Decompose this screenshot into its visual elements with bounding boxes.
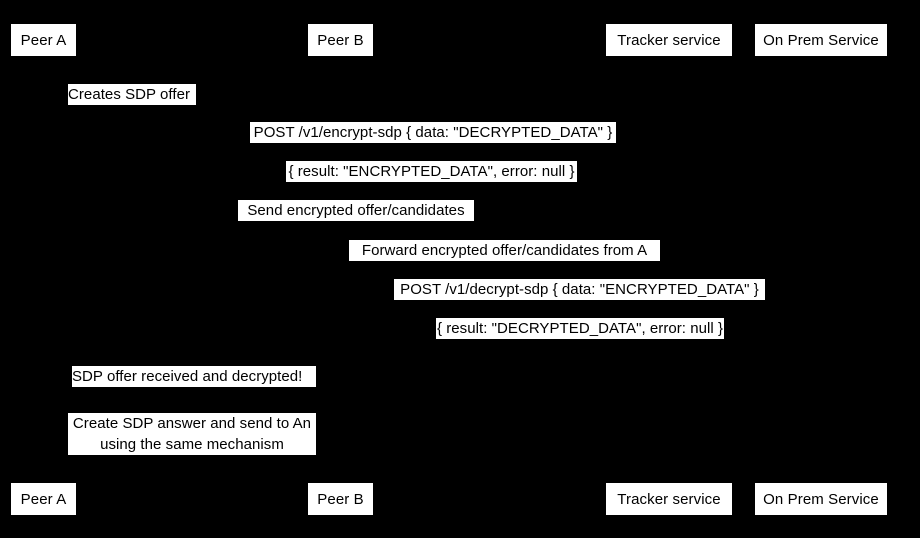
participant-footer-peer-b-label: Peer B — [317, 490, 364, 508]
participant-footer-peer-a-label: Peer A — [20, 490, 67, 508]
message-forward-encrypted-offer[interactable]: Forward encrypted offer/candidates from … — [349, 240, 660, 261]
participant-header-peer-b-label: Peer B — [317, 31, 364, 49]
message-encrypt-sdp-result[interactable]: { result: "ENCRYPTED_DATA", error: null … — [286, 161, 577, 182]
participant-footer-tracker-service[interactable]: Tracker service — [605, 482, 733, 516]
participant-footer-on-prem-service-label: On Prem Service — [763, 490, 879, 508]
participant-header-on-prem-service[interactable]: On Prem Service — [754, 23, 888, 57]
lifeline-peer-a — [43, 57, 44, 482]
lifeline-peer-b — [340, 57, 341, 482]
participant-footer-peer-b[interactable]: Peer B — [307, 482, 374, 516]
message-creates-sdp-offer[interactable]: Creates SDP offer — [68, 84, 196, 105]
message-post-encrypt-sdp[interactable]: POST /v1/encrypt-sdp { data: "DECRYPTED_… — [250, 122, 616, 143]
participant-footer-peer-a[interactable]: Peer A — [10, 482, 77, 516]
participant-header-peer-a-label: Peer A — [20, 31, 67, 49]
note-sdp-offer-received[interactable]: SDP offer received and decrypted! — [72, 366, 316, 387]
note-create-sdp-answer[interactable]: Create SDP answer and send to An using t… — [68, 413, 316, 455]
participant-footer-on-prem-service[interactable]: On Prem Service — [754, 482, 888, 516]
lifeline-on-prem-service — [821, 57, 822, 482]
message-post-decrypt-sdp[interactable]: POST /v1/decrypt-sdp { data: "ENCRYPTED_… — [394, 279, 765, 300]
participant-header-on-prem-service-label: On Prem Service — [763, 31, 879, 49]
message-send-encrypted-offer[interactable]: Send encrypted offer/candidates — [238, 200, 474, 221]
participant-header-peer-a[interactable]: Peer A — [10, 23, 77, 57]
participant-footer-tracker-service-label: Tracker service — [617, 490, 721, 508]
participant-header-tracker-service[interactable]: Tracker service — [605, 23, 733, 57]
participant-header-peer-b[interactable]: Peer B — [307, 23, 374, 57]
participant-header-tracker-service-label: Tracker service — [617, 31, 721, 49]
message-decrypt-sdp-result[interactable]: { result: "DECRYPTED_DATA", error: null … — [436, 318, 724, 339]
lifeline-tracker-service — [669, 57, 670, 482]
